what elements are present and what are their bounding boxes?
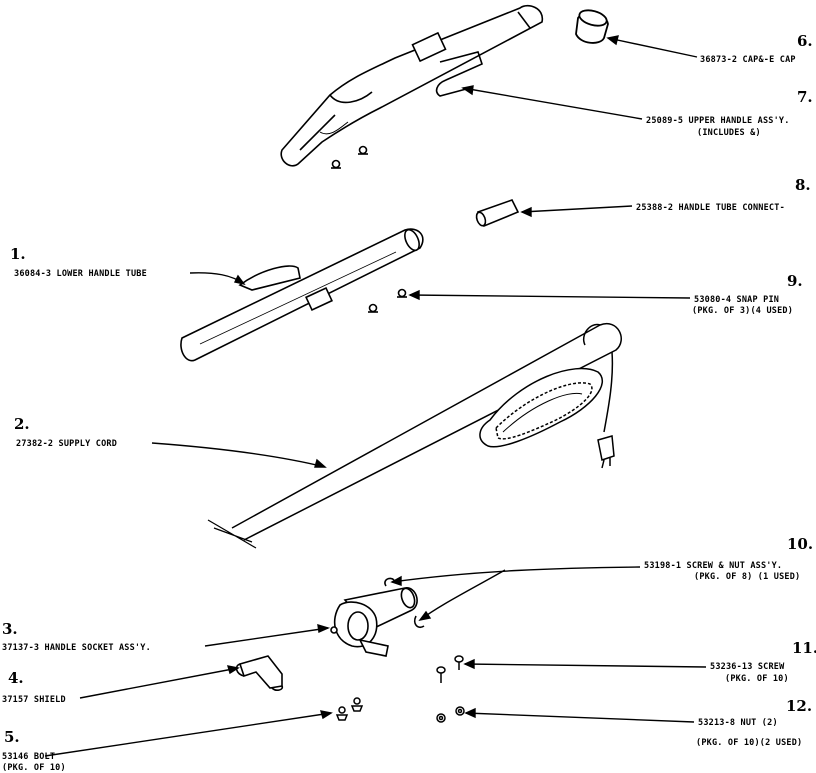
supply-cord-drawing xyxy=(207,322,622,549)
part-3-number: 3. xyxy=(2,620,18,638)
cap-drawing xyxy=(575,9,609,44)
part-11-label: 53236-13 SCREW xyxy=(710,662,785,672)
part-4-number: 4. xyxy=(8,669,24,687)
part-1-label: 36084-3 LOWER HANDLE TUBE xyxy=(14,269,147,279)
shield-drawing xyxy=(235,655,284,691)
part-9-label-sub: (PKG. OF 3)(4 USED) xyxy=(692,306,793,316)
connector-drawing xyxy=(475,199,520,228)
screw-drawing xyxy=(436,655,464,683)
leader-lines xyxy=(44,35,707,757)
part-6-label: 36873-2 CAP&-E CAP xyxy=(700,55,796,65)
upper-handle-drawing xyxy=(280,4,544,169)
bolt-drawing xyxy=(335,697,364,721)
part-6-number: 6. xyxy=(797,32,813,50)
part-10-label: 53198-1 SCREW & NUT ASS'Y. xyxy=(644,561,782,571)
part-12-label-sub: (PKG. OF 10)(2 USED) xyxy=(696,738,802,748)
part-12-label: 53213-8 NUT (2) xyxy=(698,718,778,728)
part-5-number: 5. xyxy=(4,728,20,746)
part-9-number: 9. xyxy=(787,272,803,290)
lower-handle-tube-drawing xyxy=(180,228,424,362)
part-7-number: 7. xyxy=(797,88,813,106)
part-7-label: 25089-5 UPPER HANDLE ASS'Y. xyxy=(646,116,790,126)
part-7-label-sub: (INCLUDES &) xyxy=(697,128,761,138)
part-8-label: 25388-2 HANDLE TUBE CONNECT- xyxy=(636,203,785,213)
part-2-number: 2. xyxy=(14,415,30,433)
part-5-label: 53146 BOLT xyxy=(2,752,55,762)
part-11-label-sub: (PKG. OF 10) xyxy=(725,674,789,684)
nut-drawing xyxy=(436,706,465,723)
part-2-label: 27382-2 SUPPLY CORD xyxy=(16,439,117,449)
part-9-label: 53080-4 SNAP PIN xyxy=(694,295,779,305)
part-8-number: 8. xyxy=(795,176,811,194)
part-1-number: 1. xyxy=(10,245,26,263)
part-3-label: 37137-3 HANDLE SOCKET ASS'Y. xyxy=(2,643,151,653)
part-11-number: 11. xyxy=(792,639,816,657)
handle-socket-drawing xyxy=(330,577,425,657)
part-12-number: 12. xyxy=(786,697,812,715)
part-10-number: 10. xyxy=(787,535,813,553)
part-4-label: 37157 SHIELD xyxy=(2,695,66,705)
part-10-label-sub: (PKG. OF 8) (1 USED) xyxy=(694,572,800,582)
part-5-label-sub: (PKG. OF 10) xyxy=(2,763,66,773)
